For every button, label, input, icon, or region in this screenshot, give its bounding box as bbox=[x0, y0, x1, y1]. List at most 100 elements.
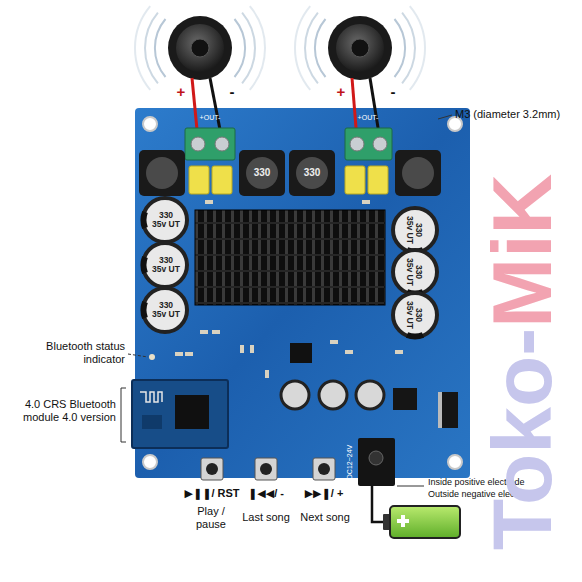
plus-sign bbox=[401, 515, 405, 527]
power-wire bbox=[372, 486, 383, 522]
film-capacitor bbox=[189, 166, 209, 194]
button-symbol: ❚◀◀/ - bbox=[248, 487, 284, 500]
small-capacitor bbox=[319, 381, 347, 409]
inductor-top bbox=[146, 157, 178, 189]
capacitor-stripe bbox=[143, 257, 145, 273]
heat-sink bbox=[195, 210, 385, 305]
wave bbox=[402, 13, 415, 84]
wave bbox=[295, 6, 310, 90]
capacitor bbox=[393, 293, 437, 337]
terminal-screw bbox=[191, 137, 205, 151]
wave bbox=[410, 6, 425, 90]
ic-chip bbox=[290, 343, 312, 363]
mounting-hole bbox=[143, 455, 157, 469]
small-capacitor bbox=[356, 381, 384, 409]
callout-label: 4.0 CRS Bluetooth module 4.0 version bbox=[8, 398, 116, 424]
bt-chip bbox=[175, 395, 209, 429]
button-cap bbox=[260, 463, 272, 475]
button-label: Last song bbox=[242, 511, 290, 524]
smd-part bbox=[185, 352, 193, 356]
callout-label: Bluetooth status indicator bbox=[22, 340, 125, 366]
capacitor-stripe bbox=[407, 335, 423, 337]
smd-part bbox=[205, 200, 213, 204]
wave bbox=[155, 19, 166, 77]
button-label: Play / pause bbox=[188, 505, 234, 531]
antenna bbox=[140, 392, 162, 402]
capacitor bbox=[393, 208, 437, 252]
capacitor-marking: 330 35v UT bbox=[405, 301, 423, 329]
smd-part bbox=[345, 350, 353, 354]
inductor bbox=[395, 150, 441, 196]
watermark-text: Toko- bbox=[475, 328, 569, 550]
inductor-top bbox=[402, 157, 434, 189]
bt-component bbox=[142, 415, 162, 429]
smd-part bbox=[212, 330, 220, 334]
capacitor bbox=[393, 250, 437, 294]
smd-part bbox=[265, 370, 269, 378]
film-capacitor bbox=[212, 166, 232, 194]
jack-hole bbox=[369, 451, 383, 465]
dust-cap bbox=[351, 39, 369, 57]
capacitor-marking: 330 35v UT bbox=[405, 258, 423, 286]
speaker bbox=[168, 16, 232, 80]
capacitor bbox=[143, 288, 187, 332]
wave bbox=[250, 6, 265, 90]
terminal-block bbox=[185, 128, 235, 160]
capacitor-marking: 330 35v UT bbox=[152, 211, 180, 229]
inductor-marking: 330 bbox=[304, 167, 321, 179]
wave bbox=[305, 13, 318, 84]
button bbox=[255, 458, 277, 480]
electrolytic-capacitors bbox=[143, 198, 437, 337]
diode-band bbox=[438, 392, 442, 428]
speaker-cone bbox=[176, 24, 224, 72]
terminal-screw bbox=[350, 137, 364, 151]
polarity-mark: - bbox=[391, 83, 396, 101]
silkscreen-text: +OUT- bbox=[358, 114, 379, 122]
button bbox=[201, 458, 223, 480]
smd-part bbox=[330, 340, 338, 344]
leader-line bbox=[438, 115, 452, 119]
terminal-screw bbox=[215, 137, 229, 151]
leader-line bbox=[128, 354, 148, 357]
button-symbol: ▶▶❚/ + bbox=[305, 487, 344, 500]
dust-cap bbox=[191, 39, 209, 57]
capacitor-marking: 330 35v UT bbox=[405, 216, 423, 244]
pcb bbox=[135, 108, 470, 478]
film-capacitor bbox=[345, 166, 365, 194]
capacitor bbox=[143, 198, 187, 242]
polarity-mark: + bbox=[337, 83, 346, 101]
speaker bbox=[328, 16, 392, 80]
inductors bbox=[139, 150, 441, 196]
diode bbox=[438, 392, 458, 428]
wave bbox=[135, 6, 150, 90]
capacitor-stripe bbox=[143, 302, 145, 318]
speaker-rim bbox=[328, 16, 392, 80]
smd-part bbox=[250, 345, 254, 353]
leader-line bbox=[397, 486, 424, 487]
capacitor-stripe bbox=[143, 212, 145, 228]
mounting-holes bbox=[143, 117, 462, 469]
status-led bbox=[149, 354, 155, 360]
inductor bbox=[239, 150, 285, 196]
smd-part bbox=[395, 350, 403, 354]
button-cap bbox=[318, 463, 330, 475]
capacitor bbox=[143, 243, 187, 287]
inductor-marking: 330 bbox=[254, 167, 271, 179]
inductor bbox=[139, 150, 185, 196]
sound-waves bbox=[135, 6, 425, 90]
smd-parts bbox=[175, 200, 403, 378]
watermark-text: MiK bbox=[475, 174, 569, 328]
inductor-top bbox=[296, 157, 328, 189]
smd-part bbox=[240, 345, 244, 353]
bluetooth-module bbox=[132, 380, 228, 448]
watermark: Toko-MiK bbox=[480, 174, 564, 550]
polarity-mark: + bbox=[177, 83, 186, 101]
button bbox=[313, 458, 335, 480]
wave bbox=[315, 19, 326, 77]
film-capacitor bbox=[368, 166, 388, 194]
silkscreen-text: +OUT- bbox=[200, 114, 221, 122]
polarity-mark: - bbox=[230, 83, 235, 101]
wave bbox=[395, 19, 406, 77]
hole-dimension: M3 (diameter 3.2mm) bbox=[455, 108, 560, 121]
button-symbol: ▶❚❚/ RST bbox=[184, 487, 239, 500]
